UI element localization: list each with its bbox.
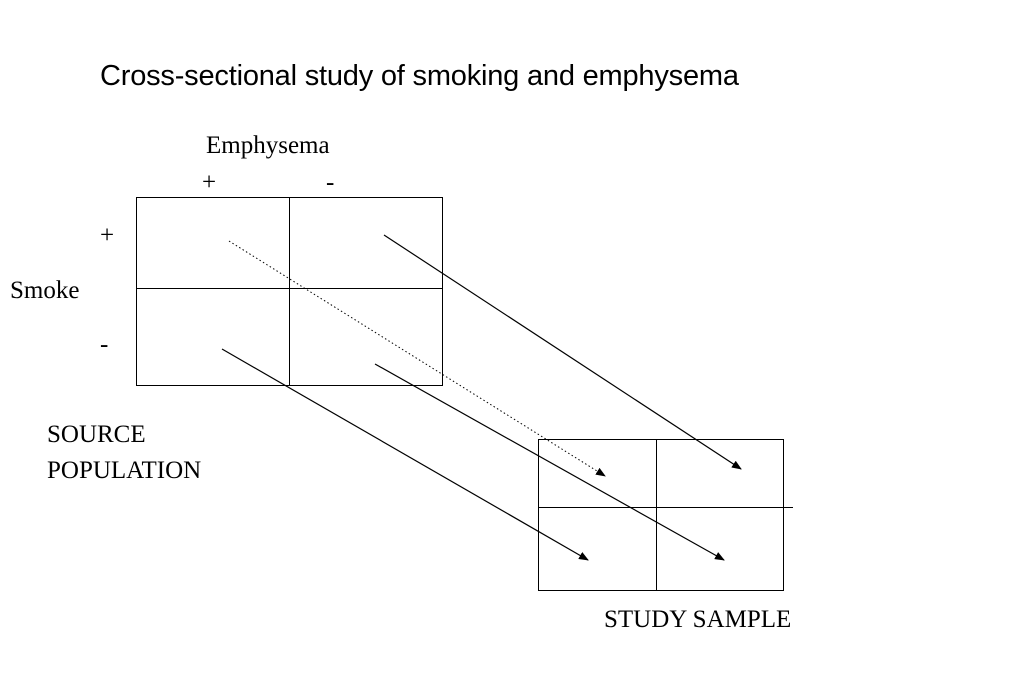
arrow-dotted-positive-positive: [228, 240, 606, 477]
arrow-negative-positive: [221, 348, 589, 561]
source-label-line-2: POPULATION: [47, 457, 202, 484]
source-population-table: [136, 197, 443, 386]
row-level-positive: +: [100, 222, 115, 249]
row-variable-label: Smoke: [10, 277, 80, 304]
slide-title: Cross-sectional study of smoking and emp…: [100, 60, 739, 92]
source-label-line-1: SOURCE: [47, 421, 146, 448]
sample-label: STUDY SAMPLE: [604, 606, 792, 633]
arrow-negative-negative: [374, 363, 725, 561]
column-variable-label: Emphysema: [206, 132, 330, 159]
row-level-negative: -: [100, 331, 109, 358]
column-level-negative: -: [326, 169, 335, 196]
column-level-positive: +: [202, 169, 217, 196]
arrow-positive-negative: [383, 234, 742, 470]
study-sample-table: [538, 439, 793, 591]
